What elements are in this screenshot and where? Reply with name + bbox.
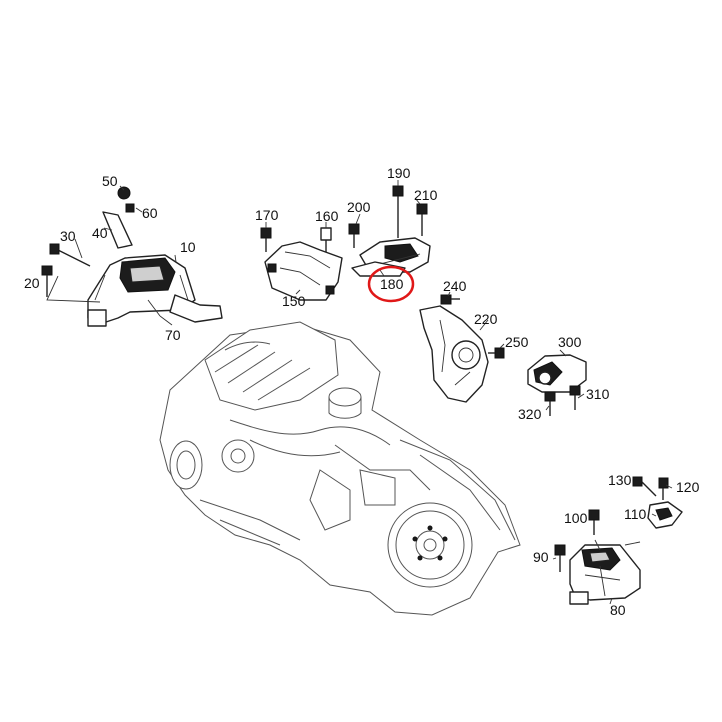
- nut-50: [117, 186, 131, 200]
- label-50: 50: [102, 173, 118, 189]
- label-150: 150: [282, 293, 306, 309]
- bolt-190: [392, 185, 404, 238]
- label-90: 90: [533, 549, 549, 565]
- label-250: 250: [505, 334, 529, 350]
- leader-180: [379, 269, 385, 277]
- label-40: 40: [92, 225, 108, 241]
- bolt-100: [588, 509, 600, 535]
- engine-assembly: [159, 321, 521, 616]
- leader-30: [74, 238, 83, 259]
- label-240: 240: [443, 278, 467, 294]
- label-70: 70: [165, 327, 181, 343]
- leader-100: [594, 539, 601, 551]
- label-130: 130: [608, 472, 632, 488]
- label-200: 200: [347, 199, 371, 215]
- label-60: 60: [142, 205, 158, 221]
- screw-60: [125, 203, 135, 213]
- leader-40: [103, 227, 113, 231]
- leader-20: [46, 275, 101, 303]
- leader-80: [609, 597, 613, 605]
- leader-320: [545, 405, 550, 411]
- label-100: 100: [564, 510, 588, 526]
- leader-80b: [624, 541, 641, 546]
- label-80: 80: [610, 602, 626, 618]
- label-170: 170: [255, 207, 279, 223]
- bolt-90: [554, 544, 566, 572]
- label-160: 160: [315, 208, 339, 224]
- label-180: 180: [380, 276, 404, 292]
- label-10: 10: [180, 239, 196, 255]
- label-190: 190: [387, 165, 411, 181]
- label-320: 320: [518, 406, 542, 422]
- mount-300: [527, 354, 587, 393]
- bolt-120: [658, 477, 669, 500]
- leader-200: [355, 213, 361, 225]
- leader-120: [665, 484, 673, 489]
- leader-50: [119, 185, 125, 191]
- leader-220: [479, 319, 489, 331]
- leader-60: [135, 207, 143, 213]
- label-210: 210: [414, 187, 438, 203]
- bolt-210: [416, 203, 428, 236]
- label-220: 220: [474, 311, 498, 327]
- leader-150: [295, 289, 301, 295]
- label-30: 30: [60, 228, 76, 244]
- bolt-170: [260, 227, 272, 252]
- pin-160: [320, 227, 332, 252]
- leader-310: [577, 393, 585, 399]
- leader-90: [552, 557, 557, 560]
- bolt-130: [632, 476, 657, 497]
- leader-250: [499, 343, 505, 349]
- label-110: 110: [624, 506, 647, 522]
- label-120: 120: [676, 479, 700, 495]
- leader-210: [414, 197, 421, 205]
- bolt-240: [440, 294, 460, 305]
- bolt-250: [488, 347, 505, 359]
- bracket-220: [419, 305, 489, 403]
- bracket-150: [264, 241, 343, 301]
- highlight-circle-180: [367, 265, 415, 303]
- bolt-310: [569, 385, 581, 410]
- leader-300: [559, 349, 567, 357]
- leader-110: [651, 513, 657, 517]
- left-engine-mount: [87, 211, 223, 327]
- bolt-20: [41, 265, 53, 297]
- mount-80: [569, 544, 641, 605]
- label-20: 20: [24, 275, 40, 291]
- bolt-320: [544, 391, 556, 416]
- bolt-200: [348, 223, 360, 248]
- label-300: 300: [558, 334, 582, 350]
- leader-70: [159, 315, 173, 326]
- leader-10: [174, 254, 177, 263]
- leader-240: [447, 291, 451, 297]
- bracket-110: [647, 501, 683, 529]
- label-310: 310: [586, 386, 610, 402]
- bolt-30: [49, 243, 91, 267]
